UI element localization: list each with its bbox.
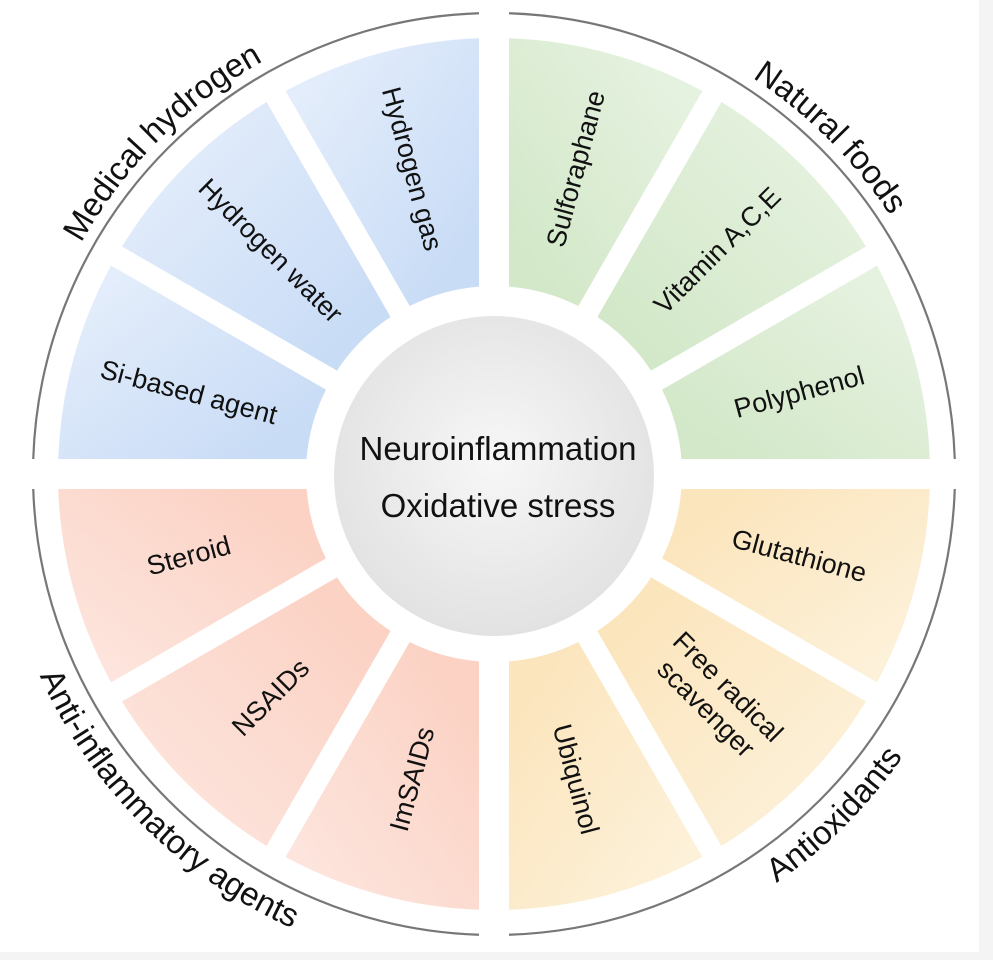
outer-ring-arc-anti-inflammatory-agents — [32, 488, 480, 936]
center-label-oxidative-stress: Oxidative stress — [381, 487, 616, 524]
segment-glutathione — [662, 488, 930, 683]
segment-si-based-agent — [58, 265, 326, 460]
outer-ring-arc-natural-foods — [508, 12, 956, 460]
outer-ring-arc-antioxidants — [508, 488, 956, 936]
outer-ring — [32, 12, 956, 936]
outer-ring-arc-medical-hydrogen — [32, 12, 480, 460]
center-circle — [334, 316, 654, 636]
segment-vitamin-a-c-e — [597, 102, 866, 371]
segment-imsaids — [285, 642, 480, 910]
segment-polyphenol — [662, 265, 930, 460]
center-label-neuroinflammation: Neuroinflammation — [360, 430, 637, 467]
segment-steroid — [58, 488, 326, 683]
segment-free-radical-scavenger — [597, 577, 866, 846]
segment-ubiquinol — [508, 642, 703, 910]
segment-sulforaphane — [508, 38, 703, 306]
segment-nsaids — [122, 577, 391, 846]
segment-hydrogen-water — [122, 102, 391, 371]
segment-hydrogen-gas — [285, 38, 480, 306]
